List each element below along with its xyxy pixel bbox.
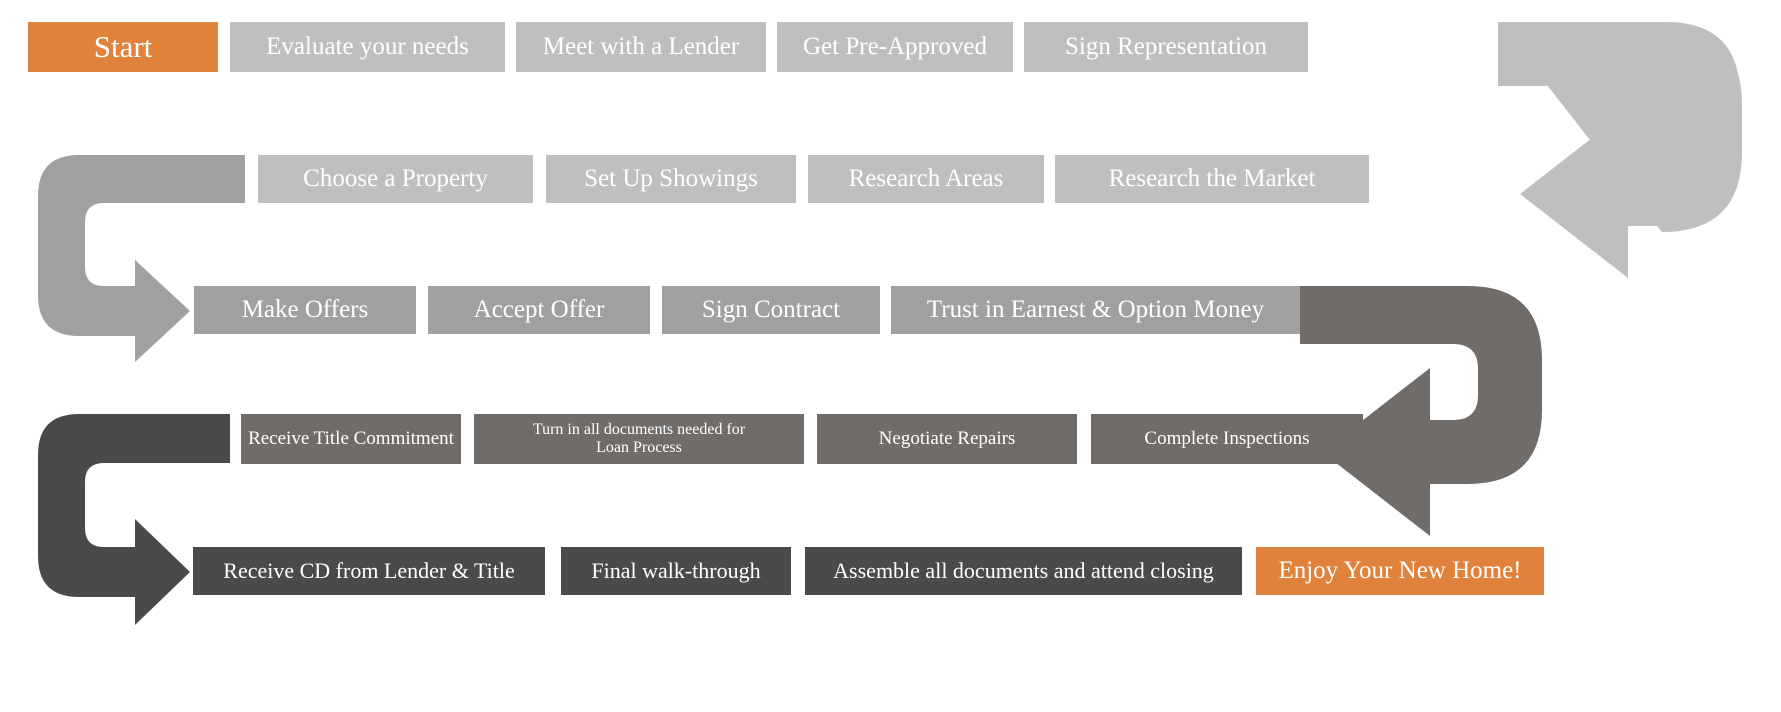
- node-assemble-all-documents-and-attend-closing[interactable]: Assemble all documents and attend closin…: [805, 547, 1242, 595]
- connector-row3-to-row4-shape: [1300, 286, 1542, 536]
- node-sign-representation[interactable]: Sign Representation: [1024, 22, 1308, 72]
- node-choose-a-property[interactable]: Choose a Property: [258, 155, 533, 203]
- node-sign-contract[interactable]: Sign Contract: [662, 286, 880, 334]
- node-start[interactable]: Start: [28, 22, 218, 72]
- node-receive-title-commitment[interactable]: Receive Title Commitment: [241, 414, 461, 464]
- node-set-up-showings[interactable]: Set Up Showings: [546, 155, 796, 203]
- node-final-walk-through[interactable]: Final walk-through: [561, 547, 791, 595]
- node-negotiate-repairs[interactable]: Negotiate Repairs: [817, 414, 1077, 464]
- node-get-pre-approved[interactable]: Get Pre-Approved: [777, 22, 1013, 72]
- node-trust-in-earnest-and-option-money[interactable]: Trust in Earnest & Option Money: [891, 286, 1300, 334]
- connector-row1-to-row2: [1500, 25, 1742, 278]
- node-turn-in-all-documents-for-loan-process[interactable]: Turn in all documents needed for Loan Pr…: [474, 414, 804, 464]
- node-research-areas[interactable]: Research Areas: [808, 155, 1044, 203]
- node-complete-inspections[interactable]: Complete Inspections: [1091, 414, 1363, 464]
- node-research-the-market[interactable]: Research the Market: [1055, 155, 1369, 203]
- node-meet-with-a-lender[interactable]: Meet with a Lender: [516, 22, 766, 72]
- node-accept-offer[interactable]: Accept Offer: [428, 286, 650, 334]
- node-enjoy-your-new-home[interactable]: Enjoy Your New Home!: [1256, 547, 1544, 595]
- connector-row1-to-row2-shape: [1498, 22, 1740, 278]
- node-receive-cd-from-lender-and-title[interactable]: Receive CD from Lender & Title: [193, 547, 545, 595]
- node-make-offers[interactable]: Make Offers: [194, 286, 416, 334]
- node-evaluate-your-needs[interactable]: Evaluate your needs: [230, 22, 505, 72]
